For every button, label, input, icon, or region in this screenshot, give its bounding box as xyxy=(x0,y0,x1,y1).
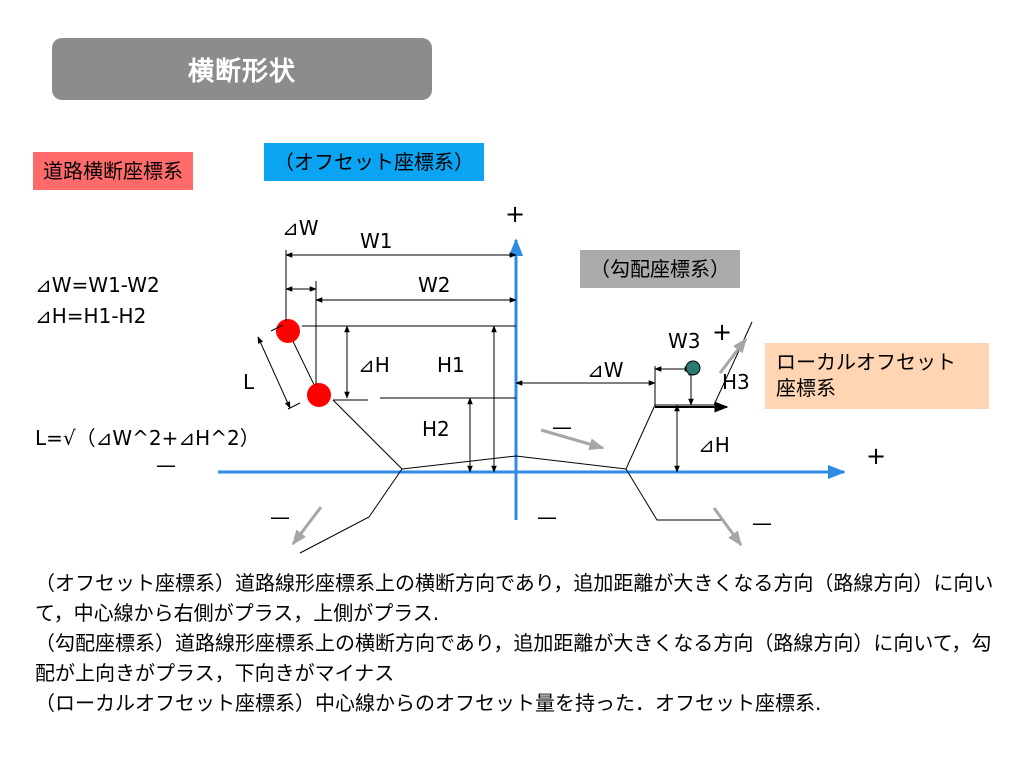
upper-point xyxy=(276,319,300,343)
l-tick-bottom xyxy=(287,402,301,410)
w2-label: W2 xyxy=(418,273,451,297)
h3-label: H3 xyxy=(722,370,750,394)
gradient-arrow-down-left xyxy=(291,506,323,546)
dw-top-label: ⊿W xyxy=(282,216,319,240)
description-gradient: （勾配座標系）道路線形座標系上の横断方向であり，追加距離が大きくなる方向（路線方… xyxy=(35,631,992,685)
road-profile xyxy=(332,399,714,470)
l-label: L xyxy=(243,370,255,394)
plus-right: + xyxy=(866,442,886,470)
offset-system-label: （オフセット座標系） xyxy=(264,143,484,181)
lower-point xyxy=(307,383,331,407)
local-offset-label-line2: 座標系 xyxy=(776,376,836,400)
gradient-system-label: （勾配座標系） xyxy=(580,250,740,288)
description-local-offset: （ローカルオフセット座標系）中心線からのオフセット量を持った．オフセット座標系. xyxy=(35,691,822,715)
w3-label: W3 xyxy=(668,329,701,353)
h1-label: H1 xyxy=(437,353,465,377)
gradient-arrow-down-right xyxy=(712,507,743,547)
dw-right-label: ⊿W xyxy=(587,358,624,382)
left-slope-profile xyxy=(299,468,403,554)
description-offset: （オフセット座標系）道路線形座標系上の横断方向であり，追加距離が大きくなる方向（… xyxy=(35,571,994,625)
plus-top: + xyxy=(505,200,525,228)
local-slope-line xyxy=(713,321,753,406)
gradient-arrow-up xyxy=(718,337,748,374)
formula-dw: ⊿W=W1-W2 xyxy=(35,273,160,297)
l-dimension xyxy=(257,336,291,409)
w1-label: W1 xyxy=(360,229,393,253)
formula-dh: ⊿H=H1-H2 xyxy=(35,304,147,328)
dh-left-label: ⊿H xyxy=(358,353,390,377)
minus-gradient: — xyxy=(552,415,572,439)
local-point xyxy=(685,360,701,376)
l-tick-top xyxy=(270,324,284,332)
minus-lower-left: — xyxy=(270,505,290,529)
minus-lower-right: — xyxy=(752,511,772,535)
h2-label: H2 xyxy=(422,417,450,441)
description: （オフセット座標系）道路線形座標系上の横断方向であり，追加距離が大きくなる方向（… xyxy=(35,568,1010,718)
plus-gradient: + xyxy=(712,318,732,346)
title-bar: 横断形状 xyxy=(52,38,432,100)
minus-left: — xyxy=(156,453,176,477)
minus-lower-mid: — xyxy=(537,505,557,529)
page-title: 横断形状 xyxy=(187,56,296,87)
local-offset-label-line1: ローカルオフセット xyxy=(776,350,956,374)
dh-right-label: ⊿H xyxy=(698,433,730,457)
right-slope-profile xyxy=(625,468,722,521)
formula-l: L=√（⊿W^2+⊿H^2） xyxy=(35,426,260,450)
road-cross-section-system-label: 道路横断座標系 xyxy=(33,152,193,190)
local-offset-system-label: ローカルオフセット 座標系 xyxy=(765,343,989,409)
gradient-arrow-down-center xyxy=(540,428,605,450)
